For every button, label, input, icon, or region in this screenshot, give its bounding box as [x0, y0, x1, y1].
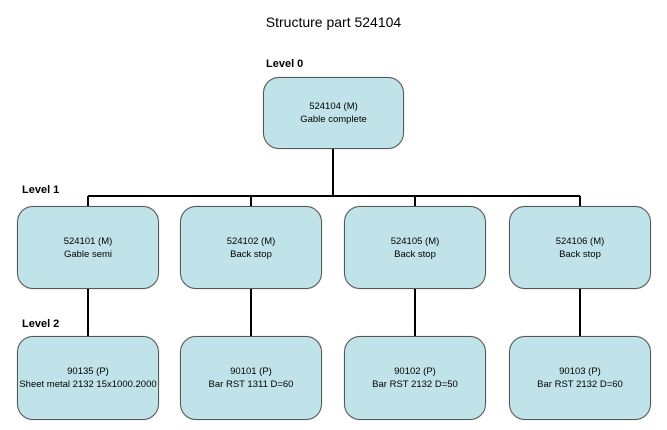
node-524101[interactable]: 524101 (M) Gable semi — [17, 206, 159, 289]
node-id: 90102 (P) — [394, 366, 436, 377]
node-524106[interactable]: 524106 (M) Back stop — [509, 206, 651, 289]
node-524104[interactable]: 524104 (M) Gable complete — [263, 77, 404, 149]
node-name: Back stop — [230, 248, 272, 260]
node-name: Gable complete — [300, 114, 367, 125]
node-id: 524104 (M) — [309, 101, 358, 112]
level-0-label: Level 0 — [266, 58, 304, 70]
node-524102[interactable]: 524102 (M) Back stop — [180, 206, 322, 289]
node-id: 524106 (M) — [555, 235, 605, 247]
node-90102[interactable]: 90102 (P) Bar RST 2132 D=50 — [344, 336, 486, 420]
level-1-label: Level 1 — [22, 184, 60, 196]
node-id: 524102 (M) — [226, 235, 276, 247]
node-524105[interactable]: 524105 (M) Back stop — [344, 206, 486, 289]
node-name: Gable semi — [63, 248, 113, 260]
node-id: 524105 (M) — [390, 235, 440, 247]
node-id: 90103 (P) — [559, 366, 601, 377]
node-id: 90135 (P) — [67, 366, 109, 377]
node-90101[interactable]: 90101 (P) Bar RST 1311 D=60 — [180, 336, 322, 420]
node-name: Back stop — [559, 248, 601, 260]
node-90135[interactable]: 90135 (P) Sheet metal 2132 15x1000.2000 — [17, 336, 159, 420]
node-name: Bar RST 2132 D=60 — [537, 379, 623, 390]
node-name: Sheet metal 2132 15x1000.2000 — [19, 379, 157, 390]
node-name: Bar RST 1311 D=60 — [208, 379, 294, 390]
node-90103[interactable]: 90103 (P) Bar RST 2132 D=60 — [509, 336, 651, 420]
node-name: Bar RST 2132 D=50 — [372, 379, 458, 390]
level-2-label: Level 2 — [22, 318, 60, 330]
node-id: 90101 (P) — [230, 366, 272, 377]
diagram-title: Structure part 524104 — [265, 14, 402, 30]
node-id: 524101 (M) — [63, 235, 113, 247]
node-name: Back stop — [394, 248, 436, 260]
